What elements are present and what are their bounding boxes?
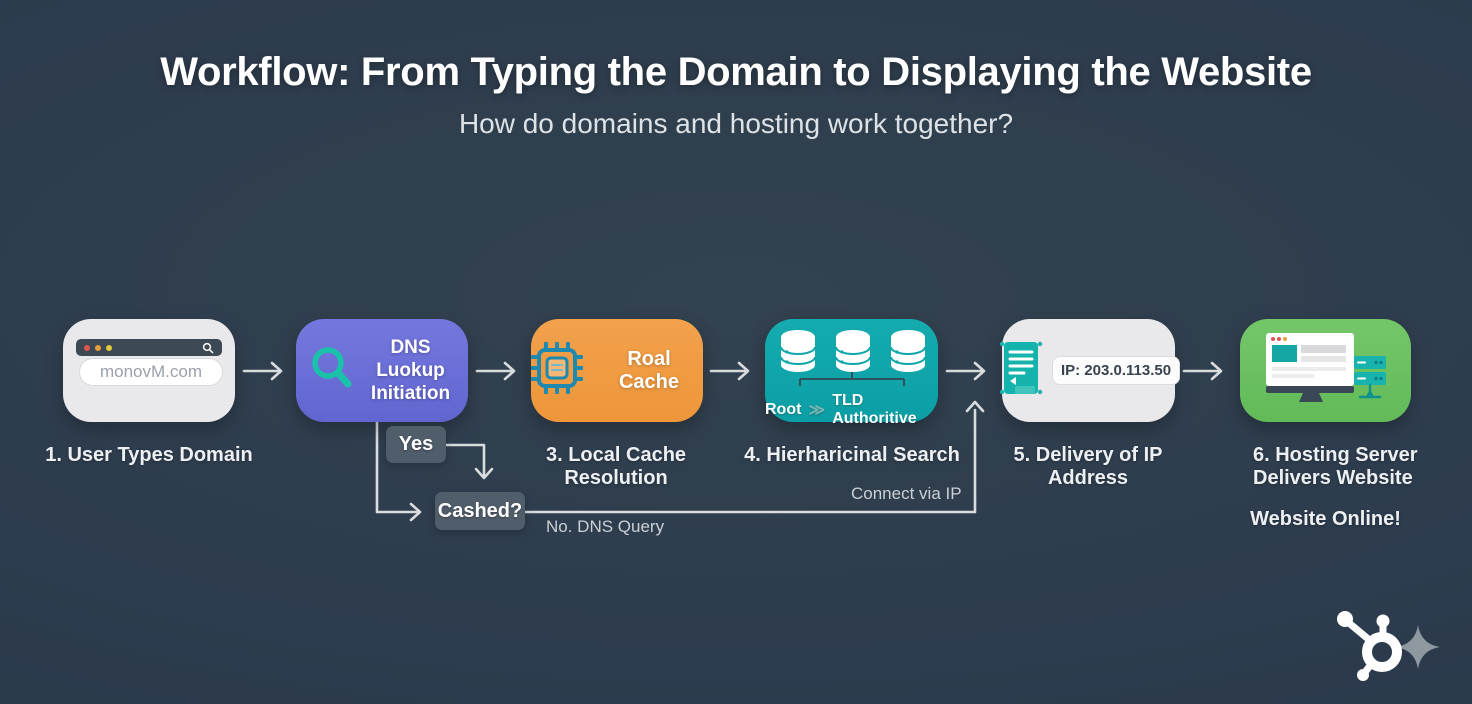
window-dot-red [84,344,90,351]
step2-dns-lookup-box: DNS Luokup Initiation [296,319,468,422]
step6-label-line1: 6. Hosting Server [1253,444,1418,466]
step2-box-label: DNS Luokup Initiation [370,337,451,404]
database-cluster-icon [777,328,927,391]
step1-browser-box: monovM.com [63,319,235,422]
step3-local-cache-box: Roal Cache [531,319,703,422]
magnifier-icon [308,344,356,397]
step1-label: 1. User Types Domain [45,444,253,466]
step4-hierarchical-search-box: Root ≫ TLD Authoritive [765,319,938,427]
no-dns-query-note: No. DNS Query [546,517,665,536]
search-icon [202,342,214,354]
server-root-label: Root [765,401,802,418]
step5-ip-delivery-box: IP: 203.0.113.50 [999,319,1181,422]
yes-decision-tag: Yes [386,426,446,463]
step6-label: 6. Hosting Server Delivers Website [1253,444,1423,490]
server-rest-label: TLD Authoritive [832,392,917,427]
step3-box-label: Roal Cache [618,347,680,393]
website-online-status: Website Online! [1250,508,1401,530]
step6-label-line2: Delivers Website [1253,467,1413,489]
step3-label: 3. Local Cache Resolution [545,444,687,489]
step6-hosting-server-box [1240,319,1411,422]
scroll-document-icon [997,338,1045,403]
window-dot-orange [95,344,101,351]
page-title: Workflow: From Typing the Domain to Disp… [160,50,1312,94]
connect-via-ip-note: Connect via IP [851,484,962,503]
hubspot-sprocket-with-sparkle-icon [1325,595,1450,700]
step5-label: 5. Delivery of IP Address [1013,444,1163,489]
step4-label: 4. Hierharicinal Search [744,444,960,466]
cached-decision-tag: Cashed? [435,492,525,530]
url-text: monovM.com [99,362,203,381]
window-dot-yellow [106,344,112,351]
chevron-right-icon: ≫ [808,402,826,419]
ip-address-badge: IP: 203.0.113.50 [1051,356,1181,385]
browser-url-field: monovM.com [79,358,223,386]
dns-server-sequence: Root ≫ TLD Authoritive [765,392,938,428]
page-subtitle: How do domains and hosting work together… [458,108,1014,139]
browser-toolbar [76,339,222,356]
monitor-with-server-icon [1264,331,1388,410]
cpu-chip-icon [531,342,583,399]
